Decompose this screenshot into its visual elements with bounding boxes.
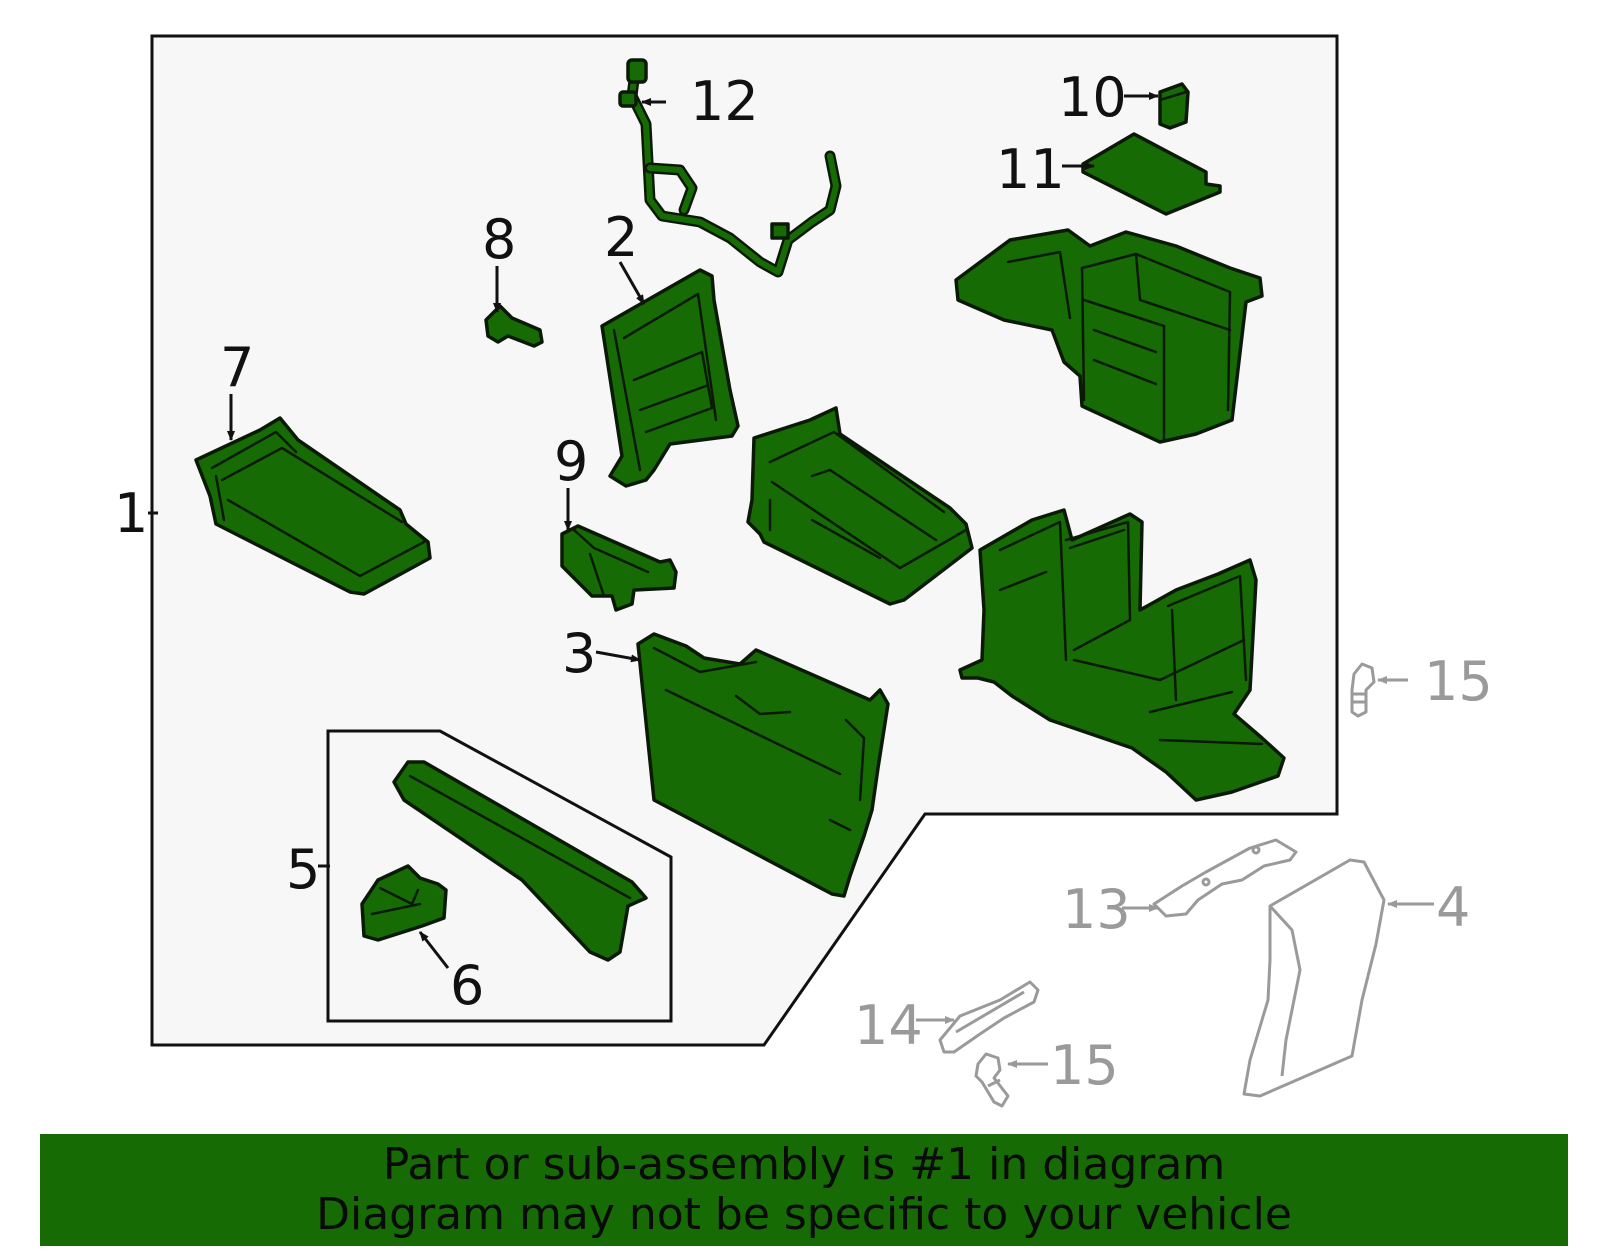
callout-5: 5: [286, 838, 320, 901]
callout-15b: 15: [1050, 1034, 1119, 1097]
disclaimer-line-2: Diagram may not be specific to your vehi…: [316, 1189, 1292, 1240]
callout-6: 6: [450, 954, 484, 1017]
side-panel-part: [636, 632, 890, 898]
bolt-15a-part: [1350, 662, 1376, 718]
bracket-part: [600, 268, 740, 488]
callout-15a: 15: [1424, 650, 1493, 713]
callout-14: 14: [854, 994, 923, 1057]
disclaimer-line-1: Part or sub-assembly is #1 in diagram: [382, 1139, 1226, 1190]
bracket-9-part: [560, 524, 678, 612]
base-frame-part: [958, 508, 1286, 802]
lid-tray-part: [746, 406, 974, 606]
callout-13: 13: [1062, 878, 1131, 941]
clip-part: [1158, 82, 1190, 130]
callout-8: 8: [482, 208, 516, 271]
clip-6-part: [360, 864, 448, 942]
callout-10: 10: [1058, 66, 1127, 129]
callout-11: 11: [996, 138, 1065, 201]
callout-1: 1: [114, 482, 148, 545]
mat-part: [1081, 132, 1222, 216]
tray-part: [194, 416, 432, 596]
callout-2: 2: [604, 206, 638, 269]
callout-9: 9: [554, 430, 588, 493]
bracket-13-part: [1152, 838, 1298, 918]
bolt-15b-part: [974, 1052, 1010, 1108]
callout-12: 12: [690, 70, 759, 133]
callout-3: 3: [562, 622, 596, 685]
wiring-harness-part: [618, 58, 842, 278]
leader-lines: [148, 92, 1434, 1068]
bolt-8-part: [484, 304, 544, 348]
callout-7: 7: [220, 336, 254, 399]
callout-4: 4: [1436, 876, 1470, 939]
side-cover-part: [1242, 858, 1386, 1098]
bracket-14-part: [938, 980, 1040, 1054]
storage-bin-part: [954, 228, 1264, 444]
trim-strip-part: [392, 760, 648, 962]
disclaimer-banner: Part or sub-assembly is #1 in diagram Di…: [40, 1134, 1568, 1246]
